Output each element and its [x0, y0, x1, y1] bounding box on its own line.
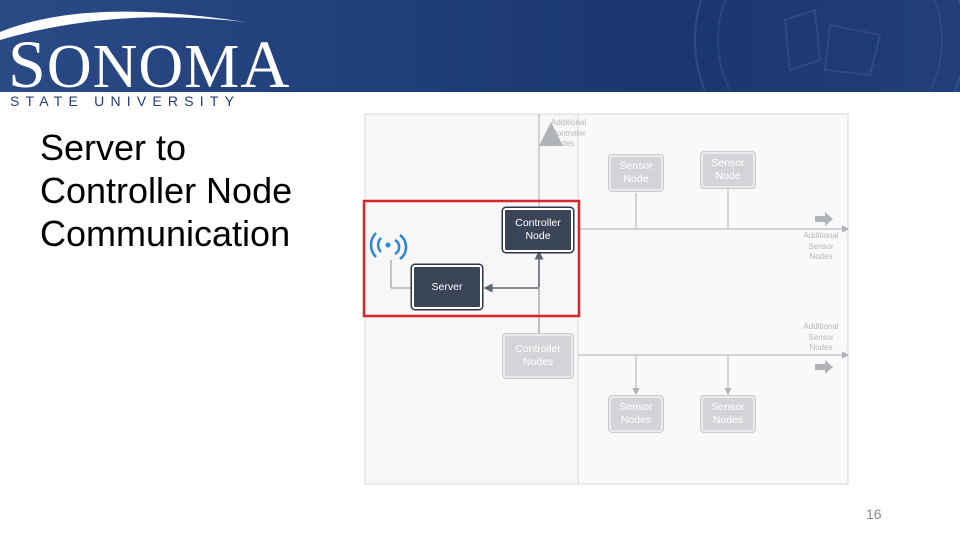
logo-swoosh	[0, 11, 245, 40]
header-white-strip	[0, 92, 960, 112]
logo-subtitle: STATE UNIVERSITY	[10, 93, 241, 109]
wireless-signal-icon	[369, 232, 408, 260]
note-additional-controller-nodes: Additional Controller Nodes	[551, 118, 587, 148]
note-additional-sensor-nodes-top: Additional Sensor Nodes	[803, 231, 839, 261]
controller-node: Controller Node	[503, 208, 573, 252]
sensor-node-2: Sensor Node	[701, 152, 755, 188]
page-number: 16	[866, 506, 882, 522]
logo-letter-last: A	[240, 26, 291, 92]
logo-letters-middle: ONOM	[46, 33, 241, 92]
university-seal-watermark	[694, 0, 960, 92]
note-additional-sensor-nodes-bottom: Additional Sensor Nodes	[803, 322, 839, 352]
controller-nodes: Controller Nodes	[503, 334, 573, 378]
server-node: Server	[412, 265, 482, 309]
highlight-box	[362, 199, 581, 318]
sensor-nodes-2: Sensor Nodes	[701, 396, 755, 432]
network-diagram: Controller Node Server Sensor Node Senso…	[355, 108, 855, 493]
logo-wordmark: SONOMA	[8, 30, 290, 92]
sensor-node-1: Sensor Node	[609, 155, 663, 191]
logo-letter-first: S	[8, 26, 47, 92]
sensor-nodes-1: Sensor Nodes	[609, 396, 663, 432]
slide-title: Server to Controller Node Communication	[40, 127, 293, 254]
header-banner: SONOMA	[0, 0, 960, 92]
